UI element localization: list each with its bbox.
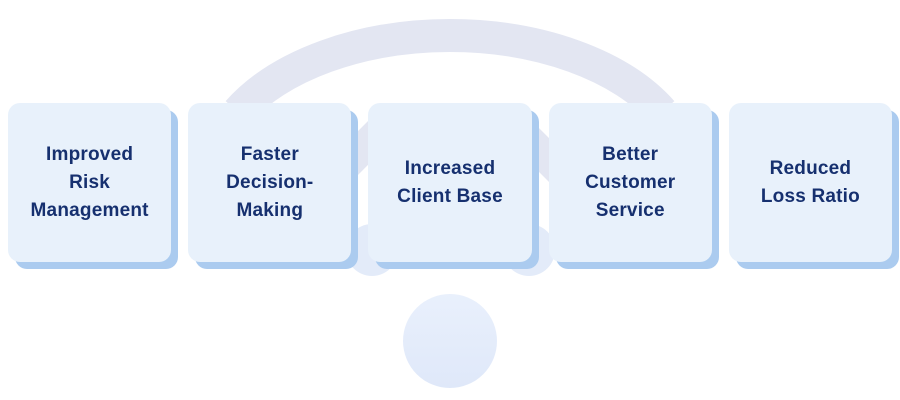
benefit-card-label: Improved Risk Management — [30, 143, 149, 221]
bottom-circle-decoration — [403, 294, 497, 388]
benefit-cards-row: Improved Risk Management Faster Decision… — [8, 103, 893, 262]
benefit-card-client-base: Increased Client Base — [368, 103, 532, 262]
benefit-card-loss-ratio: Reduced Loss Ratio — [728, 103, 893, 262]
benefit-card-label: Better Customer Service — [585, 143, 676, 221]
top-arc-decoration — [225, 19, 675, 124]
benefit-card-risk-management: Improved Risk Management — [8, 103, 172, 262]
benefit-card-customer-service: Better Customer Service — [548, 103, 712, 262]
benefit-card-decision-making: Faster Decision- Making — [188, 103, 352, 262]
benefit-card-label: Increased Client Base — [397, 157, 503, 207]
benefit-card-label: Faster Decision- Making — [226, 143, 314, 221]
benefit-card-label: Reduced Loss Ratio — [760, 157, 860, 207]
